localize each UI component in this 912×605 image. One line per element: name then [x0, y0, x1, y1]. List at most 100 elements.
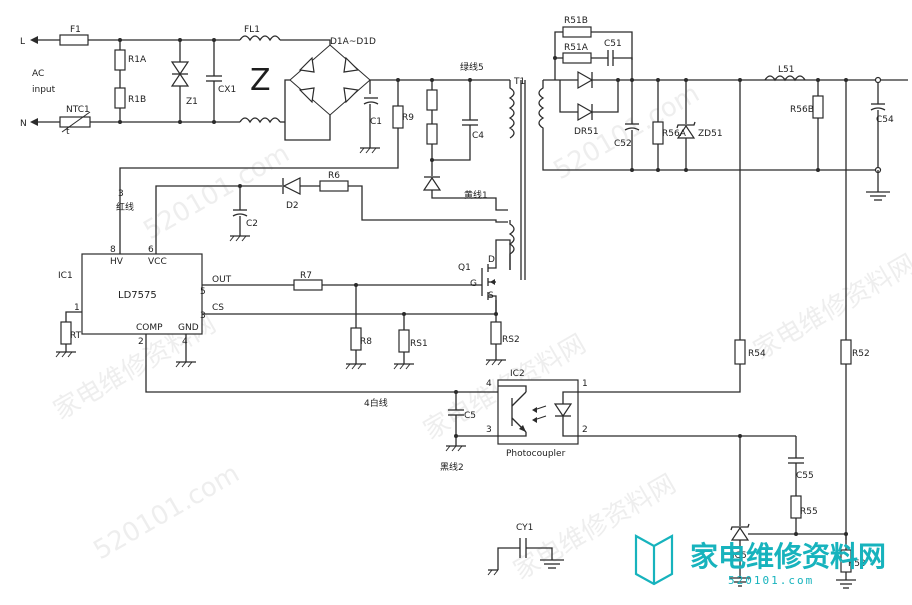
- label-n: N: [20, 119, 27, 129]
- label-black-wire: 黑线2: [440, 461, 464, 473]
- label-g: G: [470, 279, 477, 289]
- label-hv: HV: [110, 257, 124, 267]
- label-t: t: [66, 127, 70, 137]
- diode-dr51-a: [577, 70, 594, 90]
- label-d1: D1A~D1D: [330, 37, 376, 47]
- label-ld7575: LD7575: [118, 290, 157, 301]
- watermark-cn: 家电维修资料网: [749, 249, 912, 366]
- label-r8: R8: [360, 337, 372, 347]
- label-r53: R53: [848, 559, 866, 569]
- label-dr51: DR51: [574, 127, 599, 137]
- resistor-r1a: [114, 49, 126, 71]
- label-pin2: 2: [138, 337, 144, 347]
- label-r56a: R56A: [662, 129, 687, 139]
- secondary-section: [542, 26, 908, 540]
- snubber-resistor-1: [426, 89, 438, 111]
- label-out: OUT: [212, 275, 232, 285]
- label-q1: Q1: [458, 263, 471, 273]
- label-green-wire: 绿线5: [460, 61, 484, 73]
- label-s: S: [488, 291, 494, 301]
- label-t1: T1: [513, 77, 525, 87]
- label-ic1: IC1: [58, 271, 73, 281]
- label-c5: C5: [464, 411, 476, 421]
- ic1-controller: [55, 177, 508, 393]
- label-r1a: R1A: [128, 55, 147, 65]
- label-pin1: 1: [74, 303, 80, 313]
- label-r55: R55: [800, 507, 818, 517]
- choke-fl1: [239, 35, 281, 42]
- label-ic2-pin2: 2: [582, 425, 588, 435]
- label-input: input: [32, 85, 56, 95]
- watermark-url: 520101.com: [139, 139, 295, 247]
- label-r6: R6: [328, 171, 340, 181]
- label-pin6: 6: [148, 245, 154, 255]
- mosfet-q1: [481, 239, 511, 314]
- label-l51: L51: [778, 65, 794, 75]
- label-rs2: RS2: [502, 335, 520, 345]
- label-zd51: ZD51: [698, 129, 723, 139]
- resistor-r6: [319, 180, 349, 192]
- label-r9: R9: [402, 113, 414, 123]
- label-ic2-pin4: 4: [486, 379, 492, 389]
- fuse-f1: [59, 34, 89, 46]
- primary-winding: [508, 80, 515, 139]
- label-c52: C52: [614, 139, 632, 149]
- logo-text-url: 520101.com: [728, 574, 814, 587]
- watermark-url: 520101.com: [89, 459, 245, 567]
- label-photocoupler: Photocoupler: [506, 449, 566, 459]
- resistor-r51b: [562, 26, 592, 38]
- label-c2: C2: [246, 219, 258, 229]
- choke-symbol-z: Z: [250, 63, 271, 98]
- resistor-r54: [734, 339, 746, 365]
- diode-d2: [282, 177, 301, 195]
- label-ic2: IC2: [510, 369, 525, 379]
- ic1-ld7575-body: [81, 253, 203, 335]
- varistor-z1: [170, 61, 190, 76]
- label-d: D: [488, 255, 495, 265]
- label-rs1: RS1: [410, 339, 428, 349]
- resistor-rs1: [398, 329, 410, 353]
- resistor-r52: [840, 339, 852, 365]
- component-labels: L N AC input F1 NTC1 t R1A R1B Z1 CX1 FL…: [20, 16, 894, 569]
- label-fl1: FL1: [244, 25, 260, 35]
- label-pin4: 4: [182, 337, 188, 347]
- label-ac: AC: [32, 69, 44, 79]
- photocoupler-ic2: [445, 379, 796, 452]
- book-icon: [634, 534, 674, 586]
- bridge-rectifier-d1a-d1d: [284, 39, 396, 122]
- label-r51b: R51B: [564, 16, 588, 26]
- label-cx1: CX1: [218, 85, 236, 95]
- transformer-t1: [508, 80, 545, 280]
- label-pin3-red: 3: [118, 189, 124, 199]
- primary-bus: [119, 78, 510, 248]
- label-l: L: [20, 37, 25, 47]
- label-c4: C4: [472, 131, 484, 141]
- resistor-rs2: [490, 321, 502, 345]
- diode-dr51-b: [577, 102, 594, 122]
- label-ic2-pin1: 1: [582, 379, 588, 389]
- label-pin8: 8: [110, 245, 116, 255]
- resistor-r7: [293, 279, 323, 291]
- label-red-wire: 红线: [116, 201, 134, 213]
- label-r7: R7: [300, 271, 312, 281]
- label-yellow-wire: 黄线1: [464, 189, 488, 201]
- ntc1-thermistor: [59, 116, 91, 128]
- secondary-winding: [538, 80, 545, 140]
- label-comp: COMP: [136, 323, 163, 333]
- label-pin5: 5: [200, 287, 206, 297]
- label-z1: Z1: [186, 97, 198, 107]
- label-vcc: VCC: [148, 257, 167, 267]
- label-r52: R52: [852, 349, 870, 359]
- inductor-l51: [764, 75, 806, 82]
- aux-winding: [508, 220, 515, 270]
- resistor-r1b: [114, 87, 126, 109]
- label-r51a: R51A: [564, 43, 589, 53]
- logo-text-cn: 家电维修资料网: [690, 540, 886, 573]
- label-rt: RT: [70, 331, 82, 341]
- shunt-regulator-section: [730, 434, 856, 589]
- label-r56b: R56B: [790, 105, 814, 115]
- label-ic5: IC5: [732, 551, 747, 561]
- label-c54: C54: [876, 115, 894, 125]
- label-c51: C51: [604, 39, 622, 49]
